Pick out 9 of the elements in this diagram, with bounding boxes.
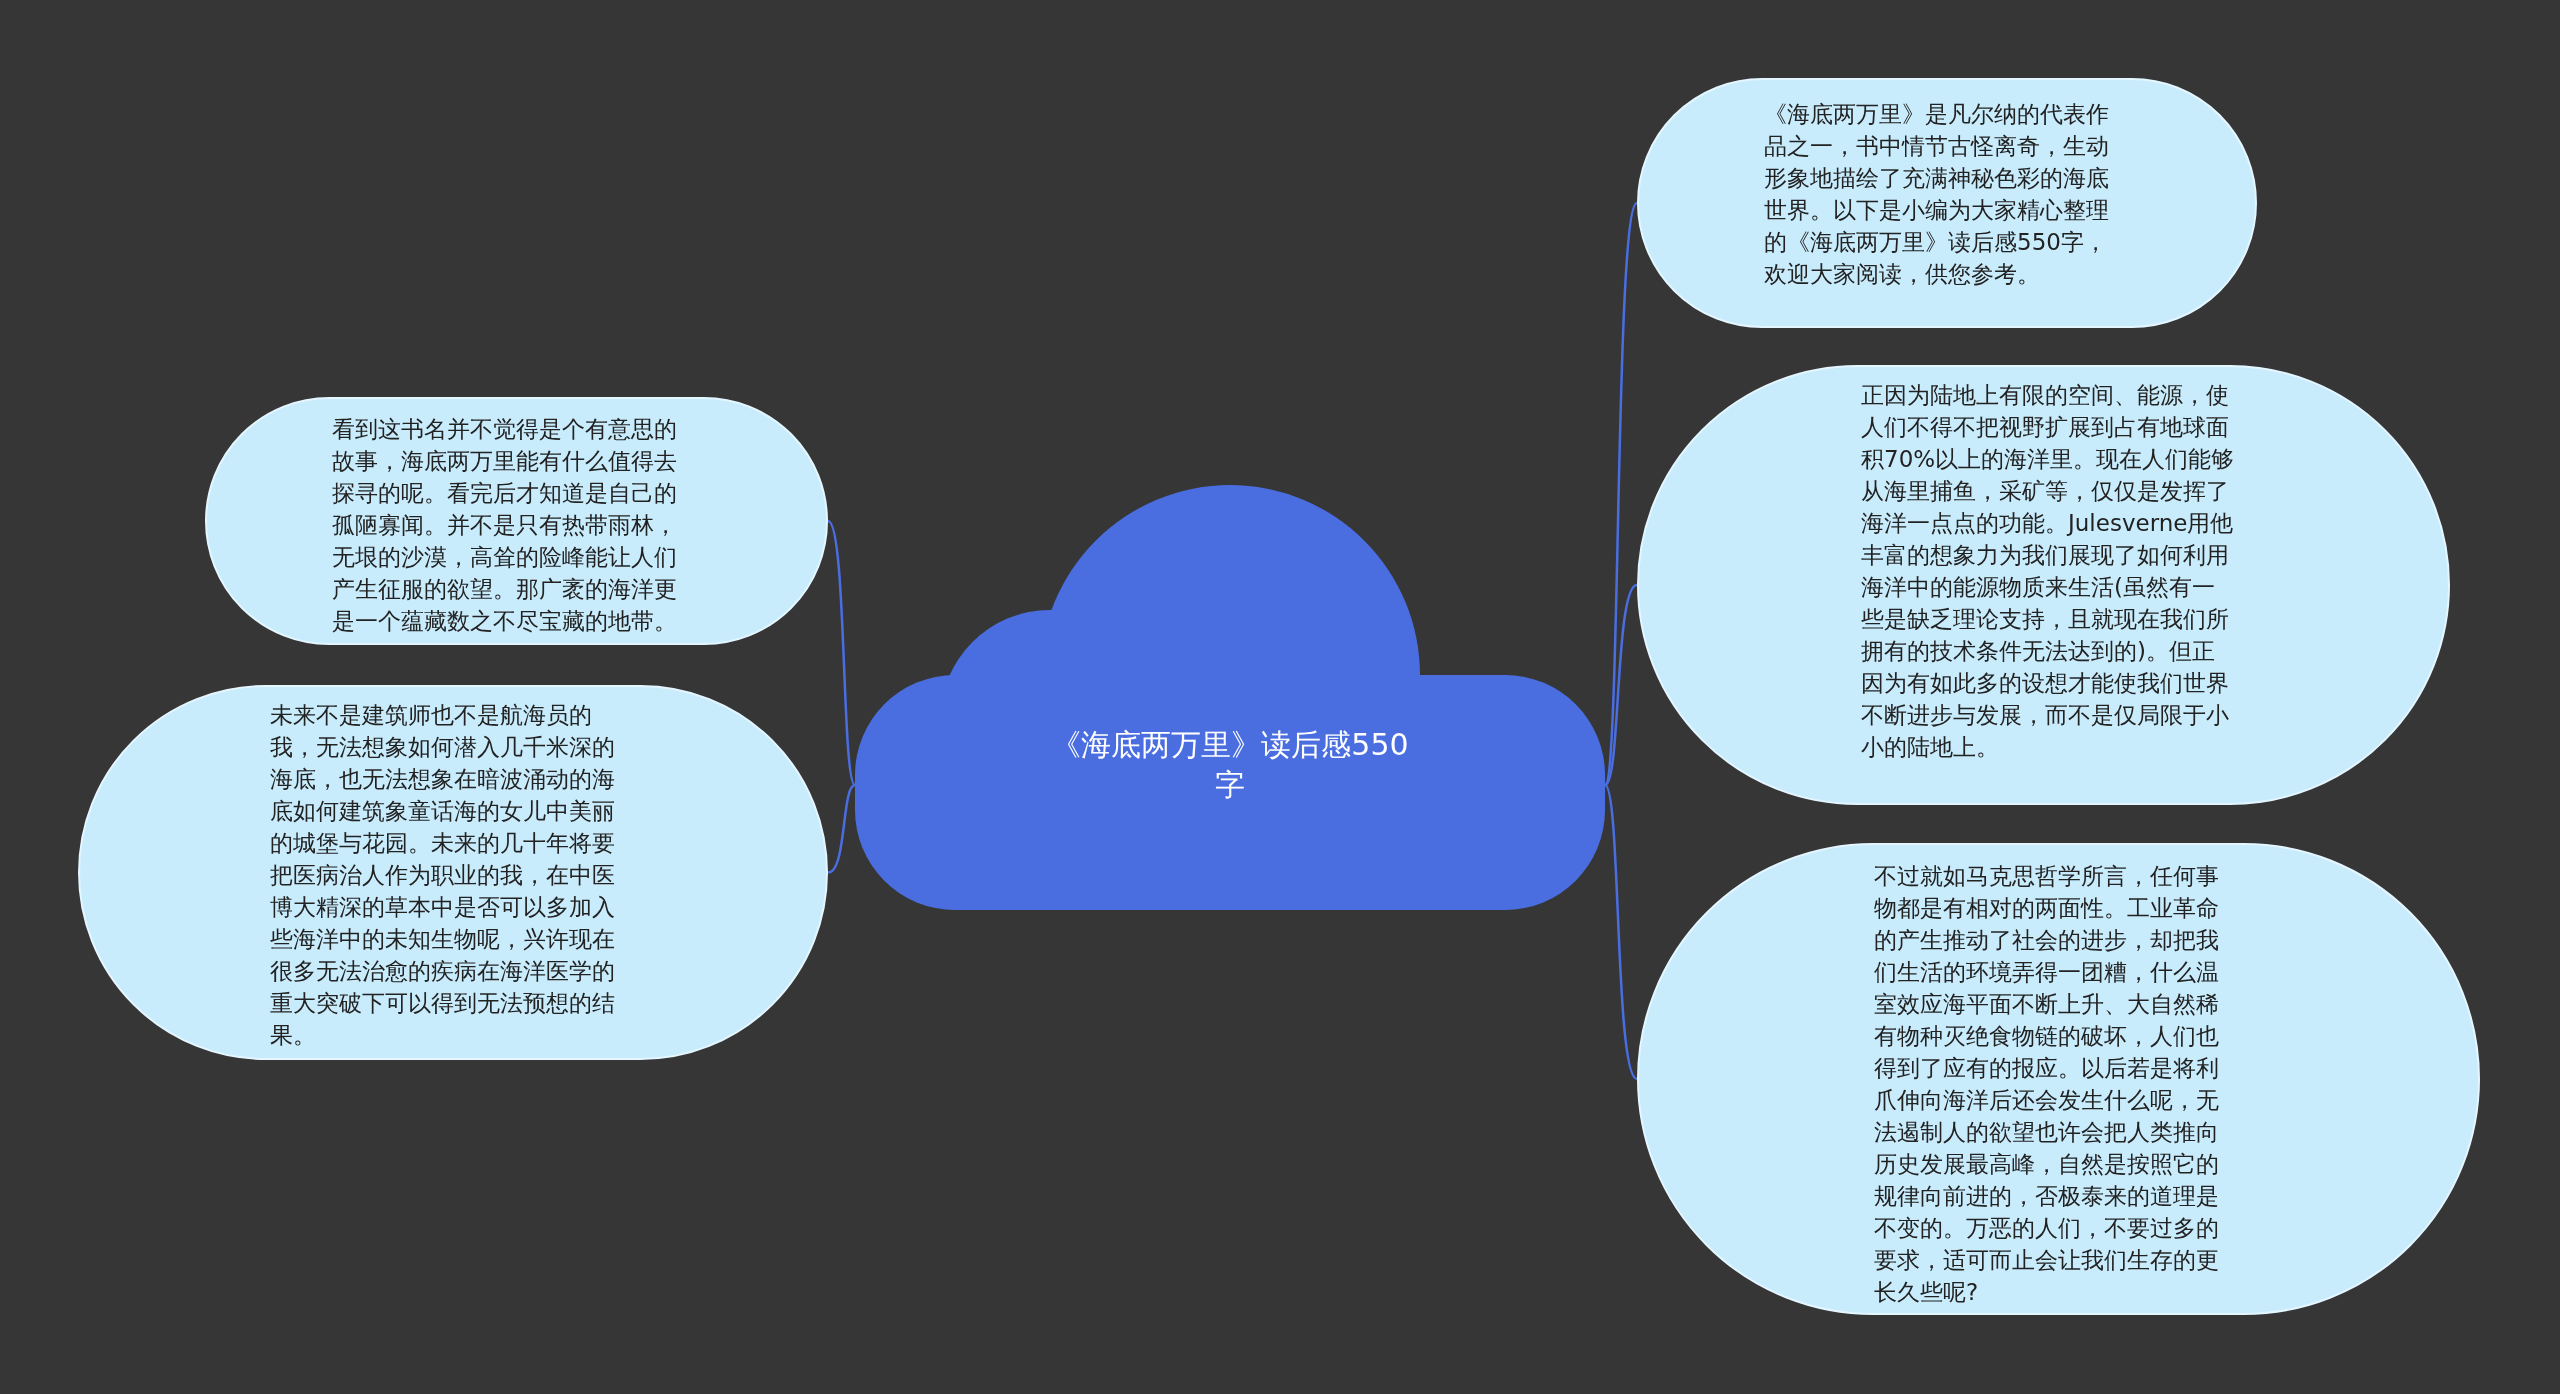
paragraph-text: 看到这书名并不觉得是个有意思的故事，海底两万里能有什么值得去探寻的呢。看完后才知道是自己的孤陋寡闻。并不是只有热带雨林，无垠的沙漠，高耸的险峰能让人们产生征服的欲望。那广袤的海洋更是一个蕴藏数之不尽宝藏的地带。 (332, 415, 678, 636)
paragraph-text: 不过就如马克思哲学所言，任何事物都是有相对的两面性。工业革命的产生推动了社会的进步，却把我们生活的环境弄得一团糟，什么温室效应海平面不断上升、大自然稀有物种灭绝食物链的破坏，人们也得到了应有的报应。以后若是将利爪伸向海洋后还会发生什么呢，无法遏制人的欲望也许会把人类推向历史发展最高峰，自然是按照它的规律向前进的，否极泰来的道理是不变的。万恶的人们，不要过多的要求，适可而止会让我们生存的更长久些呢? (1874, 862, 2220, 1307)
paragraph-text: 未来不是建筑师也不是航海员的我，无法想象如何潜入几千米深的海底，也无法想象在暗波涌动的海底如何建筑象童话海的女儿中美丽的城堡与花园。未来的几十年将要把医病治人作为职业的我，在中医博大精深的草本中是否可以多加入些海洋中的未知生物呢，兴许现在很多无法治愈的疾病在海洋医学的重大突破下可以得到无法预想的结果。 (270, 701, 616, 1050)
paragraph-text: 正因为陆地上有限的空间、能源，使人们不得不把视野扩展到占有地球面积70%以上的海洋里。现在人们能够从海里捕鱼，采矿等，仅仅是发挥了海洋一点点的功能。Julesverne用他丰富的想象力为我们展现了如何利用海洋中的能源物质来生活(虽然有一些是缺乏理论支持，且就现在我们所拥有的技术条件无法达到的)。但正因为有如此多的设想才能使我们世界不断进步与发展，而不是仅局限于小小的陆地上。 (1861, 381, 2236, 762)
connector-line (827, 520, 857, 786)
topic-title: 《海底两万里》读后感550字 (1050, 726, 1410, 804)
connector-line (1604, 584, 1638, 786)
paragraph-text: 《海底两万里》是凡尔纳的代表作品之一，书中情节古怪离奇，生动形象地描绘了充满神秘色彩的海底世界。以下是小编为大家精心整理的《海底两万里》读后感550字，欢迎大家阅读，供您参考。 (1764, 100, 2110, 289)
connector-line (827, 783, 856, 874)
